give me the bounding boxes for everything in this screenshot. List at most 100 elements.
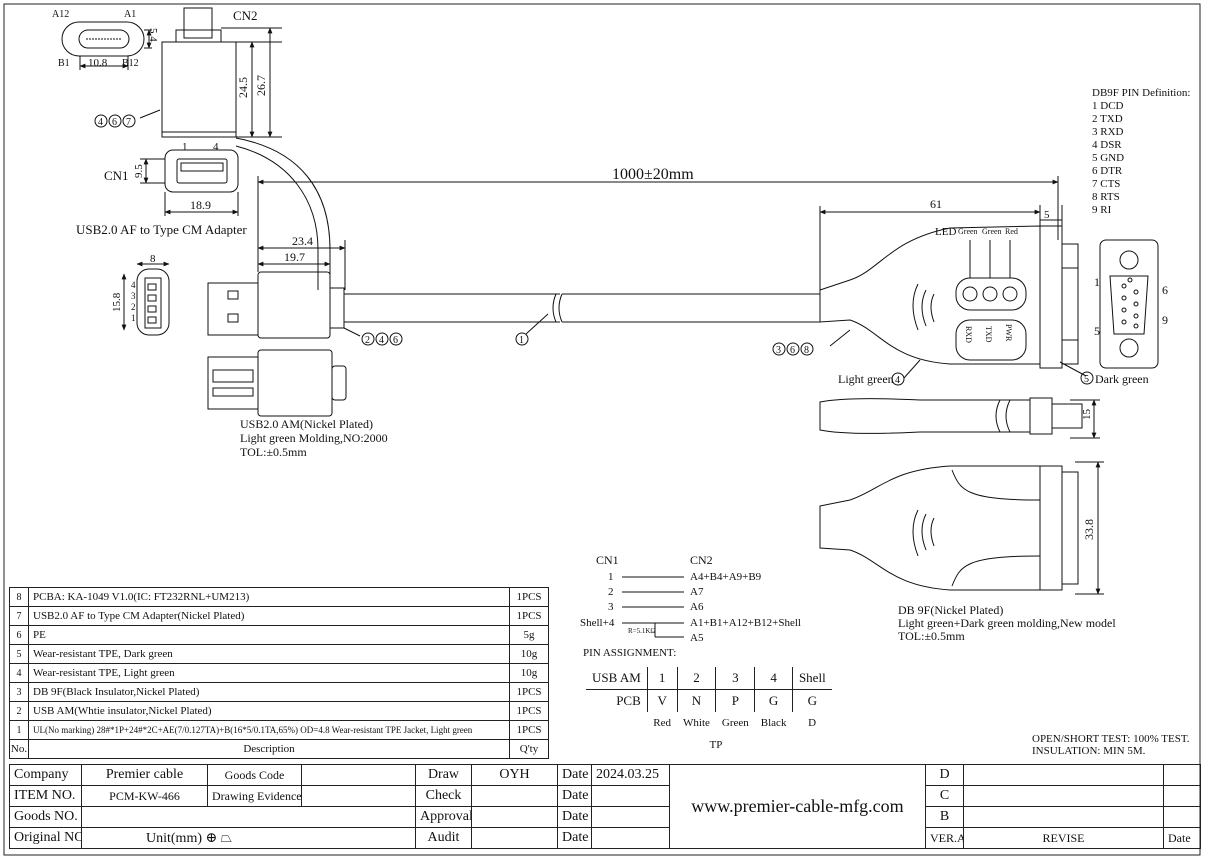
dim-db9-flange: 5 xyxy=(1044,209,1050,221)
dim-usbam-w1: 23.4 xyxy=(292,234,313,248)
item-value: PCM-KW-466 xyxy=(81,785,208,807)
unit-cell: Unit(mm) ⊕ ⏢ xyxy=(81,827,416,849)
svg-text:4 DSR: 4 DSR xyxy=(1092,139,1122,151)
title-block: Company Premier cable Goods Code Draw OY… xyxy=(9,764,1201,849)
approval-label: Approval xyxy=(415,806,472,828)
item-label: ITEM NO. xyxy=(9,785,82,807)
svg-text:9 RI: 9 RI xyxy=(1092,204,1112,216)
svg-text:3: 3 xyxy=(776,345,781,356)
unit-label: Unit(mm) xyxy=(146,830,202,846)
pinmap-cell: PCB xyxy=(616,693,641,708)
usbam-caption-1: USB2.0 AM(Nickel Plated) xyxy=(240,417,373,431)
db9-caption-3: TOL:±0.5mm xyxy=(898,629,965,643)
db9-caption-2: Light green+Dark green molding,New model xyxy=(898,616,1116,630)
led-color-2: Green xyxy=(982,227,1002,236)
goods-no-label: Goods NO. xyxy=(9,806,82,828)
light-green-label: Light green xyxy=(838,372,894,386)
callout-467: 4 6 7 xyxy=(94,114,136,128)
cn1-usb-af xyxy=(140,149,239,216)
svg-text:5: 5 xyxy=(1084,374,1089,385)
mark-rxd: RXD xyxy=(964,326,973,343)
usb-af-adapter-label: USB2.0 AF to Type CM Adapter xyxy=(76,222,247,237)
pin-assignment-label: PIN ASSIGNMENT: xyxy=(583,647,676,659)
rec-pin-1: 1 xyxy=(131,313,136,323)
dim-cable-length: 1000±20mm xyxy=(612,166,694,183)
website: www.premier-cable-mfg.com xyxy=(669,764,926,849)
callout-1: 1 xyxy=(515,332,529,346)
cn1-pin1: 1 xyxy=(182,141,188,153)
pin-b1-label: B1 xyxy=(58,58,70,69)
pinmap-cell xyxy=(586,712,647,734)
svg-text:1: 1 xyxy=(519,335,524,346)
usb-am-top-view xyxy=(207,349,347,417)
rev-d: D xyxy=(925,764,964,786)
dim-typec-height: 5.4 xyxy=(147,28,159,42)
dim-cn1-w: 18.9 xyxy=(190,198,211,212)
pinmap-cell: 3 xyxy=(715,667,755,690)
svg-text:8: 8 xyxy=(804,345,809,356)
callout-4: 4 xyxy=(891,372,905,386)
pinmap-cell: Black xyxy=(760,717,787,729)
bom-desc: USB AM(Whtie insulator,Nickel Plated) xyxy=(28,701,510,721)
pinmap-cell: USB AM xyxy=(586,667,648,690)
bom-desc: DB 9F(Black Insulator,Nickel Plated) xyxy=(28,682,510,702)
pinmap-cell: G xyxy=(754,689,793,712)
date-label: Date xyxy=(557,827,592,849)
svg-text:6: 6 xyxy=(790,345,795,356)
pinmap-cell: Shell xyxy=(791,667,832,690)
svg-text:7: 7 xyxy=(126,117,131,128)
audit-label: Audit xyxy=(415,827,472,849)
pinmap-tp: TP xyxy=(709,739,723,751)
svg-text:3 RXD: 3 RXD xyxy=(1092,126,1124,138)
pin-b12-label: B12 xyxy=(122,58,139,69)
svg-text:A7: A7 xyxy=(690,586,704,598)
mark-pwr: PWR xyxy=(1004,324,1013,342)
dim-db9-len: 61 xyxy=(930,197,942,211)
pinmap-color-row: Red White Green Black D xyxy=(586,712,832,734)
rev-b: B xyxy=(925,806,964,828)
dim-cn1-h: 9.5 xyxy=(133,164,145,178)
pinmap-cell: White xyxy=(683,717,710,729)
led-color-3: Red xyxy=(1005,227,1018,236)
note-insulation: INSULATION: MIN 5M. xyxy=(1032,745,1146,757)
svg-text:4: 4 xyxy=(379,335,384,346)
resistor-label: R=5.1KΩ xyxy=(628,627,656,635)
note-open-short: OPEN/SHORT TEST: 100% TEST. xyxy=(1032,733,1190,745)
bom-qty: 1PCS xyxy=(509,701,549,721)
bom-desc: Wear-resistant TPE, Light green xyxy=(28,663,510,683)
drawing-evidence: Drawing Evidence xyxy=(207,785,302,807)
svg-text:A5: A5 xyxy=(690,632,704,644)
cn1-label: CN1 xyxy=(104,168,129,183)
wiring-diagram: CN1 CN2 1 2 3 Shell+4 A4+B4+A9+B9 A7 A6 … xyxy=(580,553,801,659)
pinmap-cell: N xyxy=(676,689,716,712)
svg-text:5 GND: 5 GND xyxy=(1092,152,1124,164)
dim-usbam-w2: 19.7 xyxy=(284,250,305,264)
svg-text:8 RTS: 8 RTS xyxy=(1092,191,1120,203)
pinmap-header-row: USB AM 1 2 3 4 Shell xyxy=(586,667,832,690)
date-label: Date xyxy=(557,764,592,786)
led-color-1: Green xyxy=(958,227,978,236)
pinmap-cell: 4 xyxy=(754,667,793,690)
pin-map-table: USB AM 1 2 3 4 Shell PCB V N P G G Red W… xyxy=(586,667,832,756)
mark-txd: TXD xyxy=(984,326,993,343)
wiring-cn1: CN1 xyxy=(596,553,619,567)
pinmap-pcb-row: PCB V N P G G xyxy=(586,689,832,712)
svg-text:A1+B1+A12+B12+Shell: A1+B1+A12+B12+Shell xyxy=(690,617,801,629)
bom-qty: 1PCS xyxy=(509,682,549,702)
cn2-label: CN2 xyxy=(233,8,258,23)
pinmap-cell: D xyxy=(808,717,817,729)
bom-qty: 10g xyxy=(509,663,549,683)
bom-qty: 1PCS xyxy=(509,720,549,740)
pinmap-cell: Red xyxy=(653,717,672,729)
date-value: 2024.03.25 xyxy=(591,764,670,786)
svg-text:4: 4 xyxy=(895,375,900,386)
draw-value: OYH xyxy=(471,764,558,786)
usb-a-front-view xyxy=(121,261,170,336)
